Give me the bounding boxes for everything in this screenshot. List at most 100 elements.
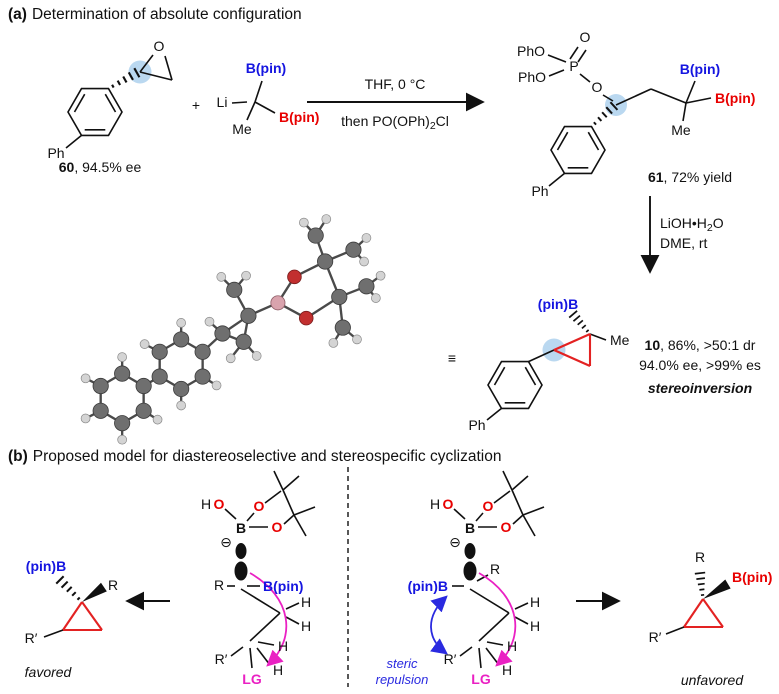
steric-repulsion-arrow: [430, 595, 448, 655]
o-of-ho: O: [443, 496, 454, 512]
panel-a-title: Determination of absolute configuration: [32, 6, 302, 23]
conditions-top: THF, 0 °C: [365, 76, 426, 92]
lg-label: LG: [471, 671, 491, 687]
rprime-bond: [665, 626, 685, 635]
lg-label: LG: [242, 671, 262, 687]
xray-crystal-structure: [80, 214, 386, 445]
c61-caption: 61, 72% yield: [648, 169, 732, 185]
hash-wedge-bond: [693, 571, 709, 597]
c60-bonds: [65, 54, 173, 149]
h2-label: H: [530, 618, 540, 634]
p-label: P: [569, 58, 578, 74]
me-label: Me: [610, 332, 630, 348]
hash-wedge-bond: [568, 309, 593, 336]
bpin-red-label: B(pin): [715, 90, 755, 106]
hash-wedge-bond: [55, 575, 84, 604]
panel-b-heading: (b)Proposed model for diastereoselective…: [8, 448, 501, 465]
pho-top-label: PhO: [517, 43, 545, 59]
panel-a-tag: (a): [8, 6, 27, 23]
h4-label: H: [502, 662, 512, 678]
equivalence-sign: ≡: [448, 350, 456, 366]
li-label: Li: [217, 94, 228, 110]
benzene-ring: [550, 125, 606, 175]
me-label: Me: [232, 121, 252, 137]
h-of-ho: H: [201, 496, 211, 512]
compound-61: O P PhO PhO O B(pin) B(pin) Me Ph 61, 72…: [517, 29, 755, 199]
orbital-lobe-upper: [464, 543, 476, 559]
transition-state-right: H O B ⊖ O O (pin)B R H H H R′ LG H steri…: [376, 470, 545, 687]
boron-label: B: [465, 520, 475, 536]
h3-label: H: [278, 638, 288, 654]
compound-60: O Ph 60, 94.5% ee: [47, 38, 173, 175]
xray-atoms: [80, 214, 386, 445]
orbital-lobe-lower: [463, 561, 477, 581]
pinb-label: (pin)B: [408, 578, 448, 594]
pinacol-o2: O: [501, 519, 512, 535]
backside-attack-arrow: [478, 572, 517, 667]
bpin-red-label: B(pin): [279, 109, 319, 125]
c61-bonds: [547, 46, 712, 187]
pinacol-o1: O: [254, 498, 265, 514]
rprime-label: R′: [649, 629, 662, 645]
o-of-ho: O: [214, 496, 225, 512]
orbital-lobe-upper: [235, 543, 247, 559]
me-label: Me: [671, 122, 691, 138]
bpin-label: B(pin): [263, 578, 303, 594]
favored-label: favored: [25, 664, 73, 680]
pinacol-o1: O: [483, 498, 494, 514]
benzene-ring: [487, 360, 543, 410]
conditions-line1: LiOH•H2O: [660, 215, 724, 234]
c60-caption: 60, 94.5% ee: [59, 159, 142, 175]
cyclopropane-ring: [683, 598, 724, 629]
rprime-label: R′: [215, 651, 228, 667]
r-label: R: [214, 577, 224, 593]
c10-bonds: [486, 333, 607, 421]
pinb-blue-label: (pin)B: [538, 296, 578, 312]
h4-label: H: [273, 662, 283, 678]
reaction-arrow-2: LiOH•H2O DME, rt: [640, 196, 724, 274]
favored-product: (pin)B R R′ favored: [25, 558, 119, 680]
unfavored-product: R B(pin) R′ unfavored: [649, 549, 773, 688]
p-double-o-label: O: [580, 29, 591, 45]
r-label: R: [490, 561, 500, 577]
minus-charge: ⊖: [449, 534, 461, 550]
orbital-lobe-lower: [234, 561, 248, 581]
c10-caption-1: 10, 86%, >50:1 dr: [645, 337, 756, 353]
r-label: R: [695, 549, 705, 565]
plus-sign: +: [192, 97, 200, 113]
r-label: R: [108, 577, 118, 593]
benzene-ring: [67, 87, 123, 137]
compound-10: (pin)B Me Ph 10, 86%, >50:1 dr 94.0% ee,…: [468, 296, 760, 433]
ph-label: Ph: [531, 183, 548, 199]
cyclopropane-ring: [62, 601, 103, 632]
backside-attack-arrow: [249, 572, 288, 667]
rprime-label: R′: [25, 630, 38, 646]
c10-caption-2: 94.0% ee, >99% es: [639, 357, 761, 373]
pho-left-label: PhO: [518, 69, 546, 85]
epoxide-o-label: O: [154, 38, 165, 54]
reaction-arrow-1: THF, 0 °C then PO(OPh)2Cl: [307, 76, 485, 132]
steric-repulsion-line2: repulsion: [376, 672, 429, 687]
steric-repulsion-line1: steric: [386, 656, 418, 671]
minus-charge: ⊖: [220, 534, 232, 550]
bpin-red-label: B(pin): [732, 569, 772, 585]
bpin-blue-label: B(pin): [680, 61, 720, 77]
panel-a-heading: (a) Determination of absolute configurati…: [8, 6, 302, 23]
conditions-line2: DME, rt: [660, 235, 708, 251]
bpin-blue-label: B(pin): [246, 60, 286, 76]
h3-label: H: [507, 638, 517, 654]
reagent-diboron: B(pin) Li Me B(pin): [217, 60, 320, 137]
cyclopropane-ring: [553, 333, 592, 367]
boron-label: B: [236, 520, 246, 536]
ph-label: Ph: [468, 417, 485, 433]
stereoinversion-label: stereoinversion: [648, 380, 752, 396]
panel-b-title: Proposed model for diastereoselective an…: [33, 448, 502, 465]
transition-state-left: H O B ⊖ O O R B(pin) H H H R′ LG H: [201, 470, 316, 687]
conditions-bottom: then PO(OPh)2Cl: [341, 113, 449, 132]
h2-label: H: [301, 618, 311, 634]
reagent-bonds: [231, 80, 276, 121]
pinacol-o2: O: [272, 519, 283, 535]
ph-label: Ph: [47, 145, 64, 161]
pinb-blue-label: (pin)B: [26, 558, 66, 574]
